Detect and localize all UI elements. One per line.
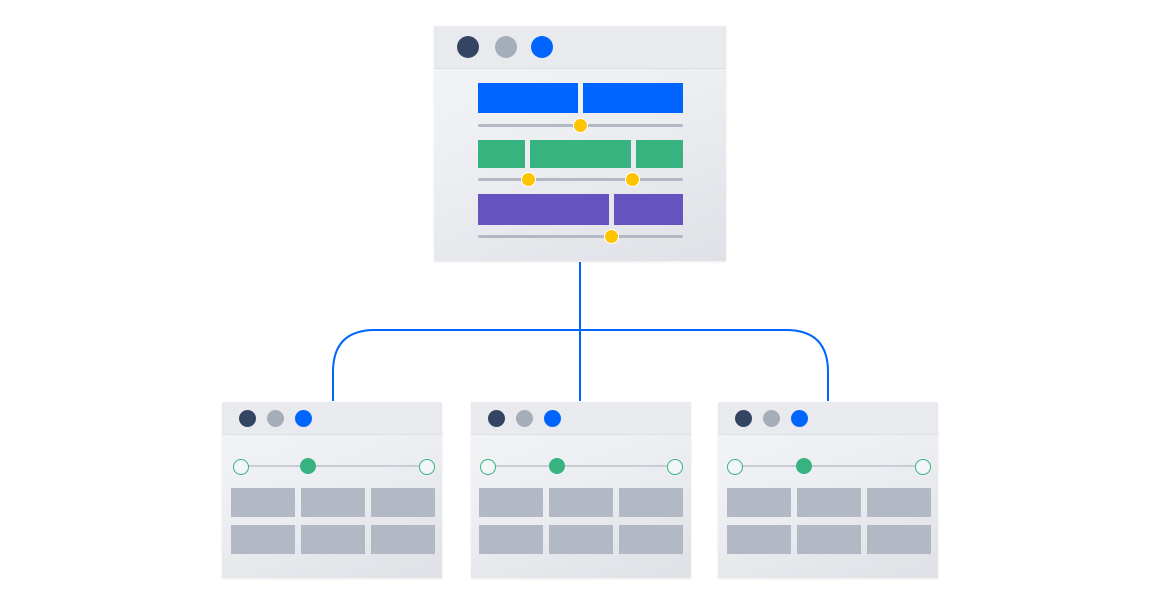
grid-cell <box>231 525 295 554</box>
timeline-marker[interactable] <box>626 173 639 186</box>
connector-branch <box>332 329 829 401</box>
window-dot-blue-icon <box>295 410 312 427</box>
slider-thumb[interactable] <box>796 458 812 474</box>
child-window-titlebar <box>718 402 938 435</box>
window-dot-grey-icon <box>516 410 533 427</box>
timeline-block-purple <box>614 194 683 225</box>
window-dot-blue-icon <box>544 410 561 427</box>
grid-cell <box>301 488 365 517</box>
slider-end-handle[interactable] <box>667 459 683 475</box>
window-dot-blue-icon <box>791 410 808 427</box>
slider-start-handle[interactable] <box>480 459 496 475</box>
slider-end-handle[interactable] <box>419 459 435 475</box>
slider-track <box>736 465 922 467</box>
timeline-block-purple <box>478 194 609 225</box>
timeline-marker[interactable] <box>605 230 618 243</box>
child-window-2 <box>471 402 691 578</box>
slider-track <box>489 465 675 467</box>
child-window-1 <box>222 402 442 578</box>
grid-cell <box>867 525 931 554</box>
window-dot-dark-icon <box>488 410 505 427</box>
grid-cell <box>797 525 861 554</box>
timeline-block-blue <box>478 83 578 113</box>
timeline-block-blue <box>583 83 683 113</box>
grid-cell <box>619 525 683 554</box>
grid-cell <box>371 488 435 517</box>
slider-start-handle[interactable] <box>233 459 249 475</box>
grid-cell <box>727 525 791 554</box>
child-window-titlebar <box>471 402 691 435</box>
timeline-track <box>478 178 683 181</box>
slider-track <box>240 465 426 467</box>
slider-end-handle[interactable] <box>915 459 931 475</box>
grid-cell <box>371 525 435 554</box>
timeline-marker[interactable] <box>522 173 535 186</box>
parent-window-titlebar <box>434 26 726 69</box>
window-dot-grey-icon <box>763 410 780 427</box>
grid-cell <box>479 525 543 554</box>
grid-cell <box>479 488 543 517</box>
grid-cell <box>549 525 613 554</box>
window-dot-blue-icon <box>531 36 553 58</box>
window-dot-dark-icon <box>735 410 752 427</box>
window-dot-dark-icon <box>239 410 256 427</box>
slider-thumb[interactable] <box>549 458 565 474</box>
grid-cell <box>301 525 365 554</box>
timeline-track <box>478 235 683 238</box>
timeline-marker[interactable] <box>574 119 587 132</box>
timeline-block-green <box>530 140 631 168</box>
timeline-block-green <box>636 140 683 168</box>
grid-cell <box>231 488 295 517</box>
parent-window <box>434 26 726 261</box>
slider-thumb[interactable] <box>300 458 316 474</box>
grid-cell <box>727 488 791 517</box>
timeline-block-green <box>478 140 525 168</box>
window-dot-grey-icon <box>495 36 517 58</box>
window-dot-grey-icon <box>267 410 284 427</box>
slider-start-handle[interactable] <box>727 459 743 475</box>
window-dot-dark-icon <box>457 36 479 58</box>
child-window-titlebar <box>222 402 442 435</box>
grid-cell <box>797 488 861 517</box>
grid-cell <box>619 488 683 517</box>
child-window-3 <box>718 402 938 578</box>
grid-cell <box>867 488 931 517</box>
grid-cell <box>549 488 613 517</box>
